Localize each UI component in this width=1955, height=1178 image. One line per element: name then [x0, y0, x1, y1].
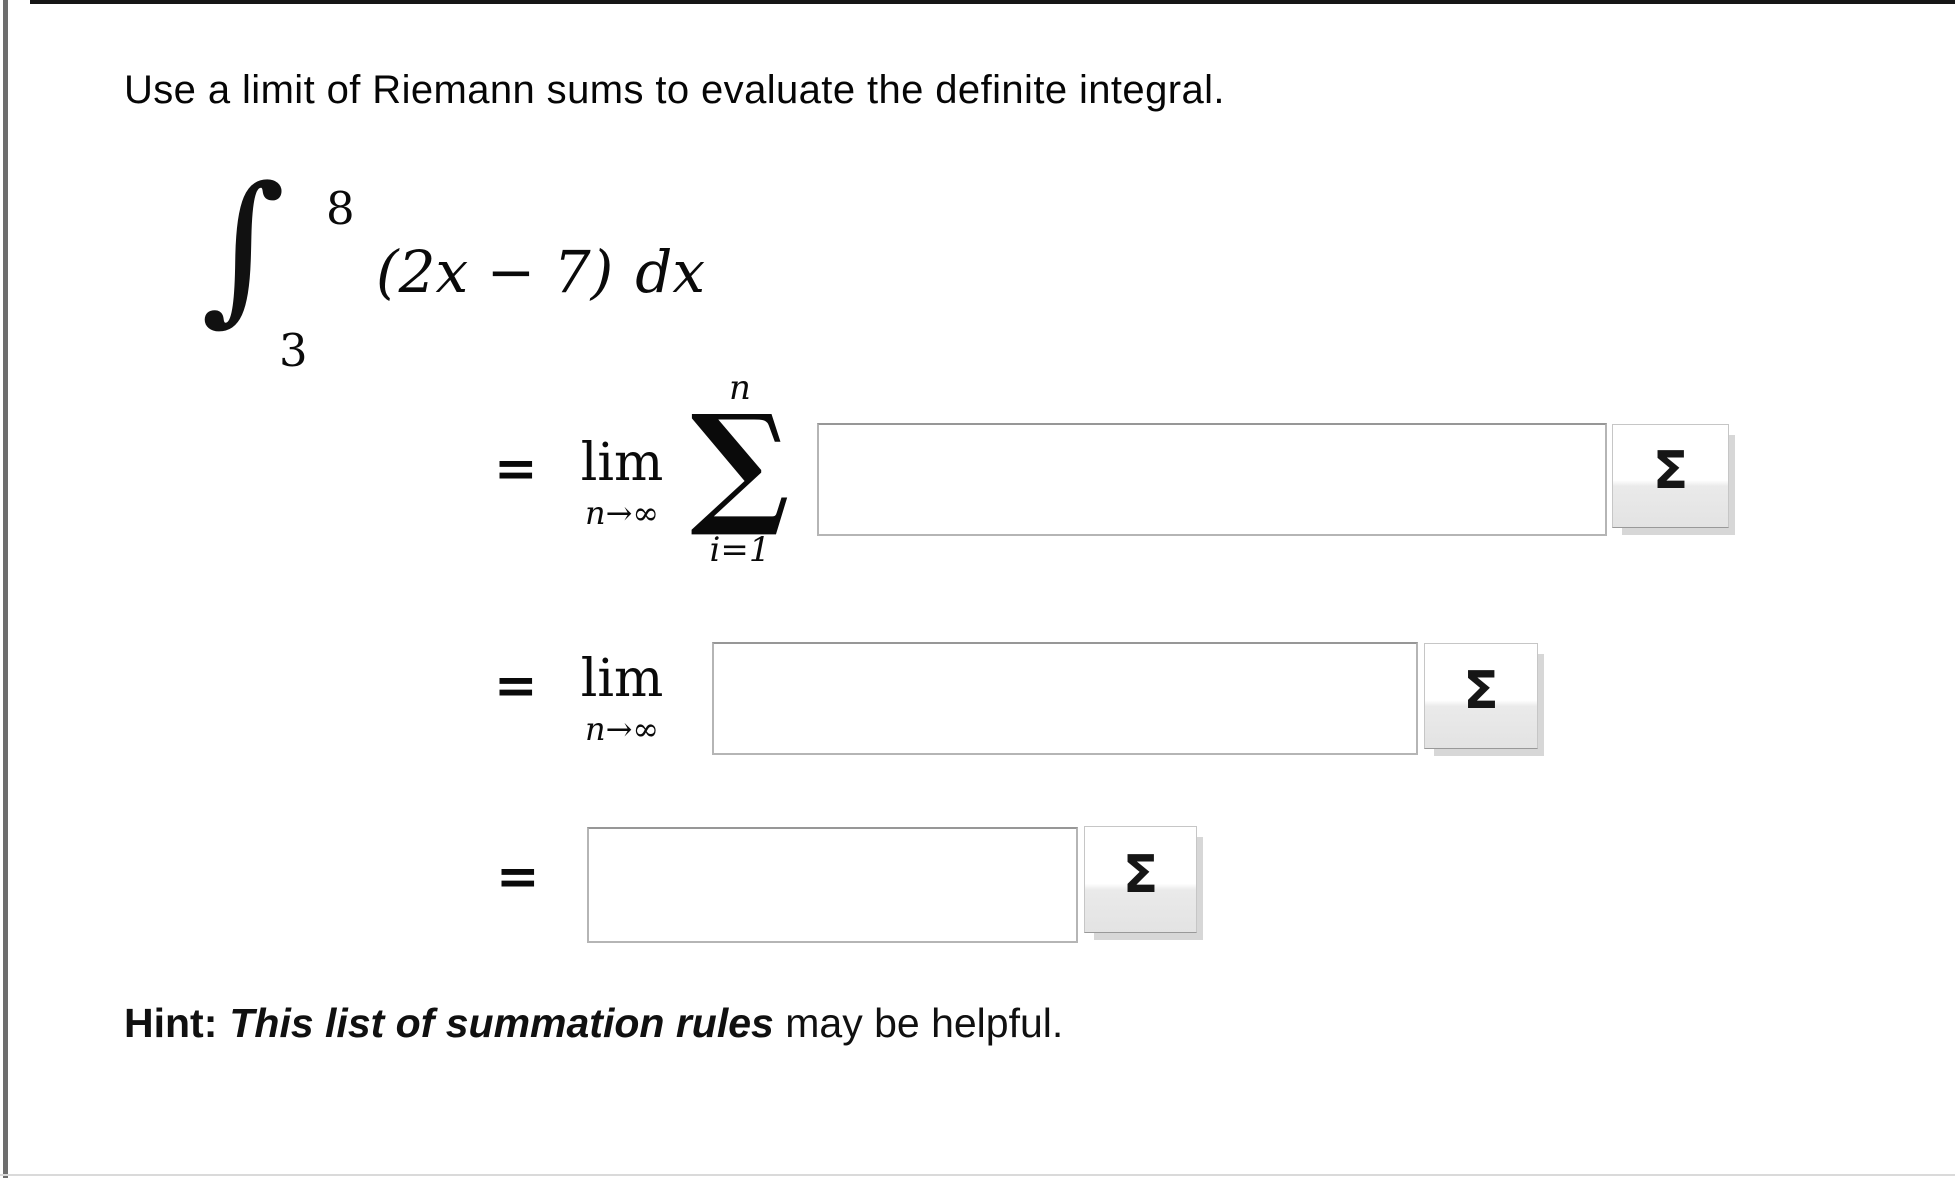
differential: dx — [635, 238, 706, 306]
hint-label: Hint: — [124, 1000, 218, 1046]
problem-prompt: Use a limit of Riemann sums to evaluate … — [124, 68, 1225, 112]
summation-upper-limit: n — [729, 368, 751, 408]
lim-subscript-1: n→∞ — [584, 493, 660, 532]
sigma-icon: Σ — [1652, 441, 1689, 501]
equals-sign-2: = — [494, 655, 538, 716]
lim-word-1: lim — [580, 433, 664, 493]
sigma-icon: Σ — [1122, 844, 1159, 905]
lim-subscript-2: n→∞ — [584, 709, 660, 748]
integral-sign: ∫ — [201, 153, 286, 341]
limit-notation-2: lim n→∞ — [555, 652, 689, 748]
hint-line: Hint:This list of summation rules may be… — [124, 1000, 1063, 1047]
integrand-expression: (2x − 7) dx — [376, 238, 705, 306]
integrand: (2x − 7) — [376, 238, 614, 306]
equals-sign-3: = — [496, 846, 540, 907]
bottom-border-rule — [0, 1174, 1955, 1176]
answer-input-3[interactable] — [587, 827, 1078, 943]
lim-word-2: lim — [580, 649, 664, 709]
hint-rest: may be helpful. — [773, 1000, 1064, 1046]
summation-rules-link[interactable]: This list of summation rules — [229, 1000, 774, 1046]
answer-input-2[interactable] — [712, 642, 1418, 755]
limit-notation-1: lim n→∞ — [555, 436, 689, 532]
top-border-rule — [30, 0, 1955, 4]
sigma-palette-button-2[interactable]: Σ — [1424, 643, 1538, 749]
answer-input-1[interactable] — [817, 423, 1607, 536]
left-border-rule — [3, 0, 8, 1178]
integral-lower-limit: 3 — [279, 324, 308, 377]
sigma-icon: Σ — [1463, 661, 1499, 721]
sigma-palette-button-3[interactable]: Σ — [1084, 826, 1197, 933]
sigma-palette-button-1[interactable]: Σ — [1612, 424, 1729, 528]
summation-lower-limit: i=1 — [709, 530, 771, 570]
summation-sign: ∑ — [690, 386, 790, 541]
integral-upper-limit: 8 — [326, 182, 355, 235]
equals-sign-1: = — [494, 438, 538, 499]
